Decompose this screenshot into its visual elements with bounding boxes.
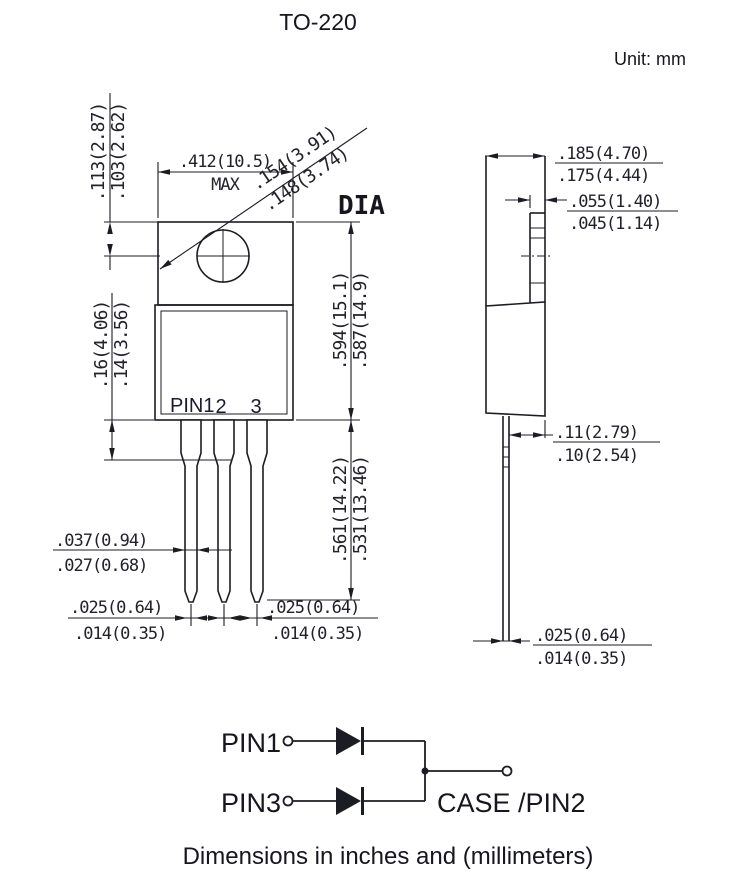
front-lead-2 xyxy=(213,419,235,603)
front-tab xyxy=(157,221,294,306)
dim-hole-diameter-suffix: DIA xyxy=(338,191,385,221)
dim-body-height-max: .594(15.1) xyxy=(330,272,351,370)
dim-lead-tip-right-min: .014(0.35) xyxy=(271,624,363,644)
dim-side-lead-tip-max: .025(0.64) xyxy=(535,626,627,646)
pin2-label: 2 xyxy=(215,396,226,418)
dim-body-width-qualifier: MAX xyxy=(211,175,240,195)
pin1-label: PIN1 xyxy=(170,395,214,417)
pin3-label: 3 xyxy=(250,396,261,418)
dim-lead-width-min: .027(0.68) xyxy=(55,556,147,576)
side-view-outline xyxy=(485,156,553,642)
diode-schematic: PIN1 PIN3 CASE /PIN2 xyxy=(221,727,586,818)
dim-body-depth-min: .175(4.44) xyxy=(557,166,649,186)
dim-side-lead-tip-min: .014(0.35) xyxy=(535,649,627,669)
diode-1-icon xyxy=(336,727,361,755)
dim-lead-tip-right-max: .025(0.64) xyxy=(267,598,359,618)
dim-body-depth-max: .185(4.70) xyxy=(557,144,649,164)
dim-lead-length-max: .561(14.22) xyxy=(330,456,351,564)
dim-body-height-min: .587(14.9) xyxy=(350,272,371,370)
dim-tab-depth-max: .055(1.40) xyxy=(569,192,661,212)
front-lead-3 xyxy=(246,419,268,603)
dim-lead-length-min: .531(13.46) xyxy=(350,456,371,564)
dim-lead-spacing-max: .11(2.79) xyxy=(555,423,638,443)
dim-shoulder-length-max: .16(4.06) xyxy=(91,301,112,390)
page-title: TO-220 xyxy=(279,9,357,35)
dim-lead-tip-left-max: .025(0.64) xyxy=(70,598,162,618)
dim-tab-depth-min: .045(1.14) xyxy=(569,214,661,234)
dim-shoulder-length-min: .14(3.56) xyxy=(111,301,132,390)
caption: Dimensions in inches and (millimeters) xyxy=(183,843,594,870)
pin1-terminal xyxy=(282,735,294,747)
case-terminal xyxy=(501,765,513,777)
front-body-inner xyxy=(160,310,288,415)
front-view-outline: PIN1 2 3 xyxy=(154,221,294,603)
junction-dot xyxy=(421,767,429,775)
schematic-pin1-label: PIN1 xyxy=(221,728,281,758)
diode-2-icon xyxy=(336,787,361,815)
dim-lead-tip-left-min: .014(0.35) xyxy=(74,624,166,644)
side-body xyxy=(485,301,546,417)
dim-hole-to-top-max: .113(2.87) xyxy=(88,103,109,201)
pin3-terminal xyxy=(282,795,294,807)
dim-lead-spacing-min: .10(2.54) xyxy=(555,446,638,466)
unit-note: Unit: mm xyxy=(614,49,686,69)
schematic-pin3-label: PIN3 xyxy=(221,788,281,818)
dim-hole-to-top-min: .103(2.62) xyxy=(108,103,129,201)
dim-lead-width-max: .037(0.94) xyxy=(55,531,147,551)
dim-body-width-value: .412(10.5) xyxy=(179,152,271,172)
side-view-dimensions: .185(4.70) .175(4.44) .055(1.40) .045(1.… xyxy=(473,144,678,669)
front-lead-1 xyxy=(180,419,202,603)
schematic-common-label: CASE /PIN2 xyxy=(437,788,586,818)
